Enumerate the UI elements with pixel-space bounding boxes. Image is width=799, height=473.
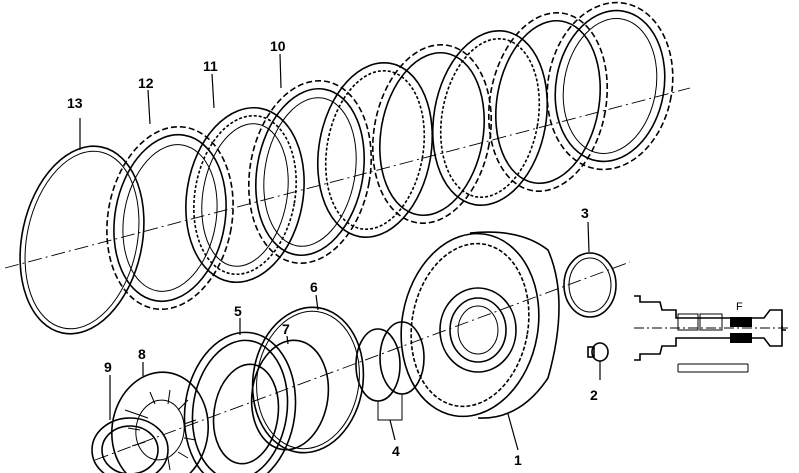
- part-4-sealing-rings: [355, 321, 425, 441]
- part-11-inner-plate: [185, 73, 305, 284]
- label-part-3: 3: [581, 205, 589, 221]
- label-part-12: 12: [138, 75, 154, 91]
- label-part-2: 2: [590, 387, 598, 403]
- label-part-4: 4: [392, 443, 400, 459]
- part-1-clutch-drum: [400, 231, 560, 451]
- clutch-disc-stack: [316, 1, 674, 239]
- label-part-9: 9: [104, 359, 112, 375]
- part-13-snap-ring: [19, 118, 145, 335]
- part-7-seal: [250, 335, 330, 451]
- label-part-5: 5: [234, 303, 242, 319]
- label-part-11: 11: [203, 58, 218, 74]
- label-part-7: 7: [282, 321, 290, 337]
- upper-center-axis: [4, 87, 691, 269]
- part-9-washer: [91, 375, 169, 473]
- label-part-6: 6: [310, 279, 318, 295]
- part-6-gasket-ring: [251, 294, 365, 454]
- label-part-13: 13: [67, 95, 83, 111]
- lower-center-axis: [94, 261, 631, 461]
- part-2-screw: [587, 342, 609, 380]
- part-8-spring-plate: [110, 362, 210, 473]
- part-3-o-ring: [563, 221, 617, 318]
- label-part-1: 1: [514, 452, 522, 468]
- part-12-outer-plate: [106, 89, 234, 311]
- part-10-outer-plate: [247, 53, 373, 264]
- inset-cross-section: F: [634, 295, 790, 373]
- inset-label-F: F: [736, 301, 743, 313]
- label-part-8: 8: [138, 346, 146, 362]
- label-part-10: 10: [270, 38, 286, 54]
